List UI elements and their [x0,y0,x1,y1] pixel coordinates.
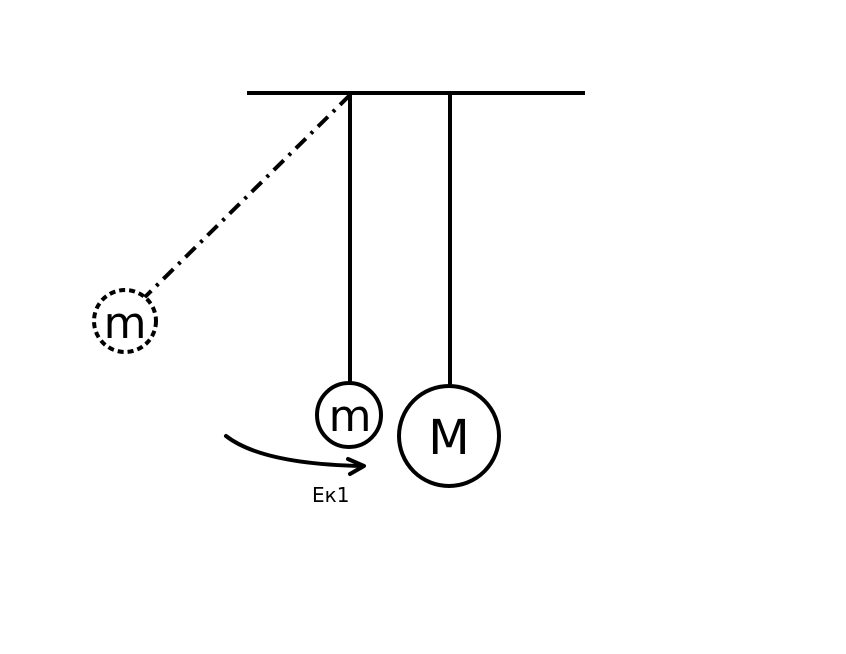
small-ball: m [315,381,383,449]
displaced-small-ball: m [92,288,158,354]
energy-label: Ек1 [312,483,349,507]
large-ball: M [397,384,501,488]
curved-arrow-icon [224,434,366,476]
displaced-small-ball-label: m [104,298,147,349]
small-ball-label: m [329,391,372,442]
displaced-thread [142,93,352,300]
large-ball-label: M [428,410,469,466]
